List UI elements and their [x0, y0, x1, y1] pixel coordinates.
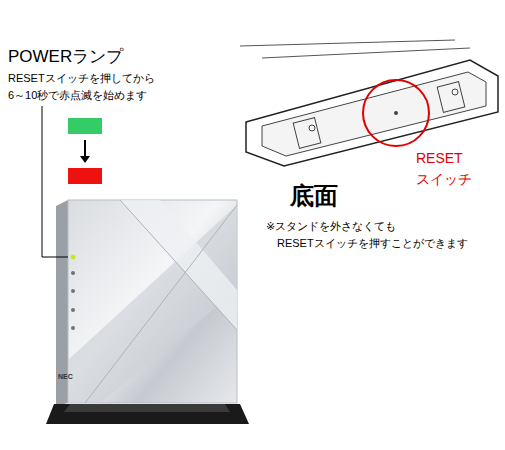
- lamp: [71, 326, 75, 330]
- text-line: RESET: [416, 148, 472, 169]
- housing-edge: [262, 48, 470, 58]
- red-lamp-sample: [68, 168, 102, 184]
- change-arrow: [84, 140, 86, 158]
- lamp: [71, 289, 75, 293]
- text-line: RESETスイッチを押すことができます: [277, 235, 468, 252]
- callout-heading: POWERランプ: [8, 44, 123, 70]
- mount-slot: [293, 118, 321, 149]
- lamp: [71, 308, 75, 312]
- mount-slot: [437, 82, 465, 113]
- text-line: 6～10秒で赤点滅を始めます: [8, 87, 155, 104]
- note-text: ※スタンドを外さなくてもRESETスイッチを押すことができます: [266, 218, 468, 251]
- router-front: [68, 200, 237, 403]
- text-line: ※スタンドを外さなくても: [266, 218, 468, 235]
- text-line: スイッチ: [416, 169, 472, 190]
- router-facet: [120, 200, 237, 330]
- housing-edge: [240, 40, 455, 46]
- router-stand: [46, 404, 249, 424]
- callout-note: RESETスイッチを押してから6～10秒で赤点滅を始めます: [8, 70, 155, 103]
- switch-label: RESETスイッチ: [416, 148, 472, 190]
- text-line: 底面: [290, 178, 338, 214]
- text-line: POWERランプ: [8, 44, 123, 70]
- brand-logo: NEC: [58, 372, 73, 383]
- lamp: [71, 271, 75, 275]
- power-lamp: [71, 255, 76, 260]
- text-line: RESETスイッチを押してから: [8, 70, 155, 87]
- screw-hole: [452, 89, 458, 95]
- router-edge: [120, 200, 237, 330]
- green-lamp-sample: [68, 118, 102, 134]
- reset-highlight: [363, 80, 429, 146]
- screw-hole: [309, 125, 315, 131]
- text-line: NEC: [58, 372, 73, 383]
- leader-line: [42, 106, 68, 257]
- change-arrowhead: [80, 156, 90, 163]
- reset-hole: [394, 111, 398, 115]
- stand-panel: [262, 72, 486, 156]
- view-title: 底面: [290, 178, 338, 214]
- stand-top: [64, 404, 230, 412]
